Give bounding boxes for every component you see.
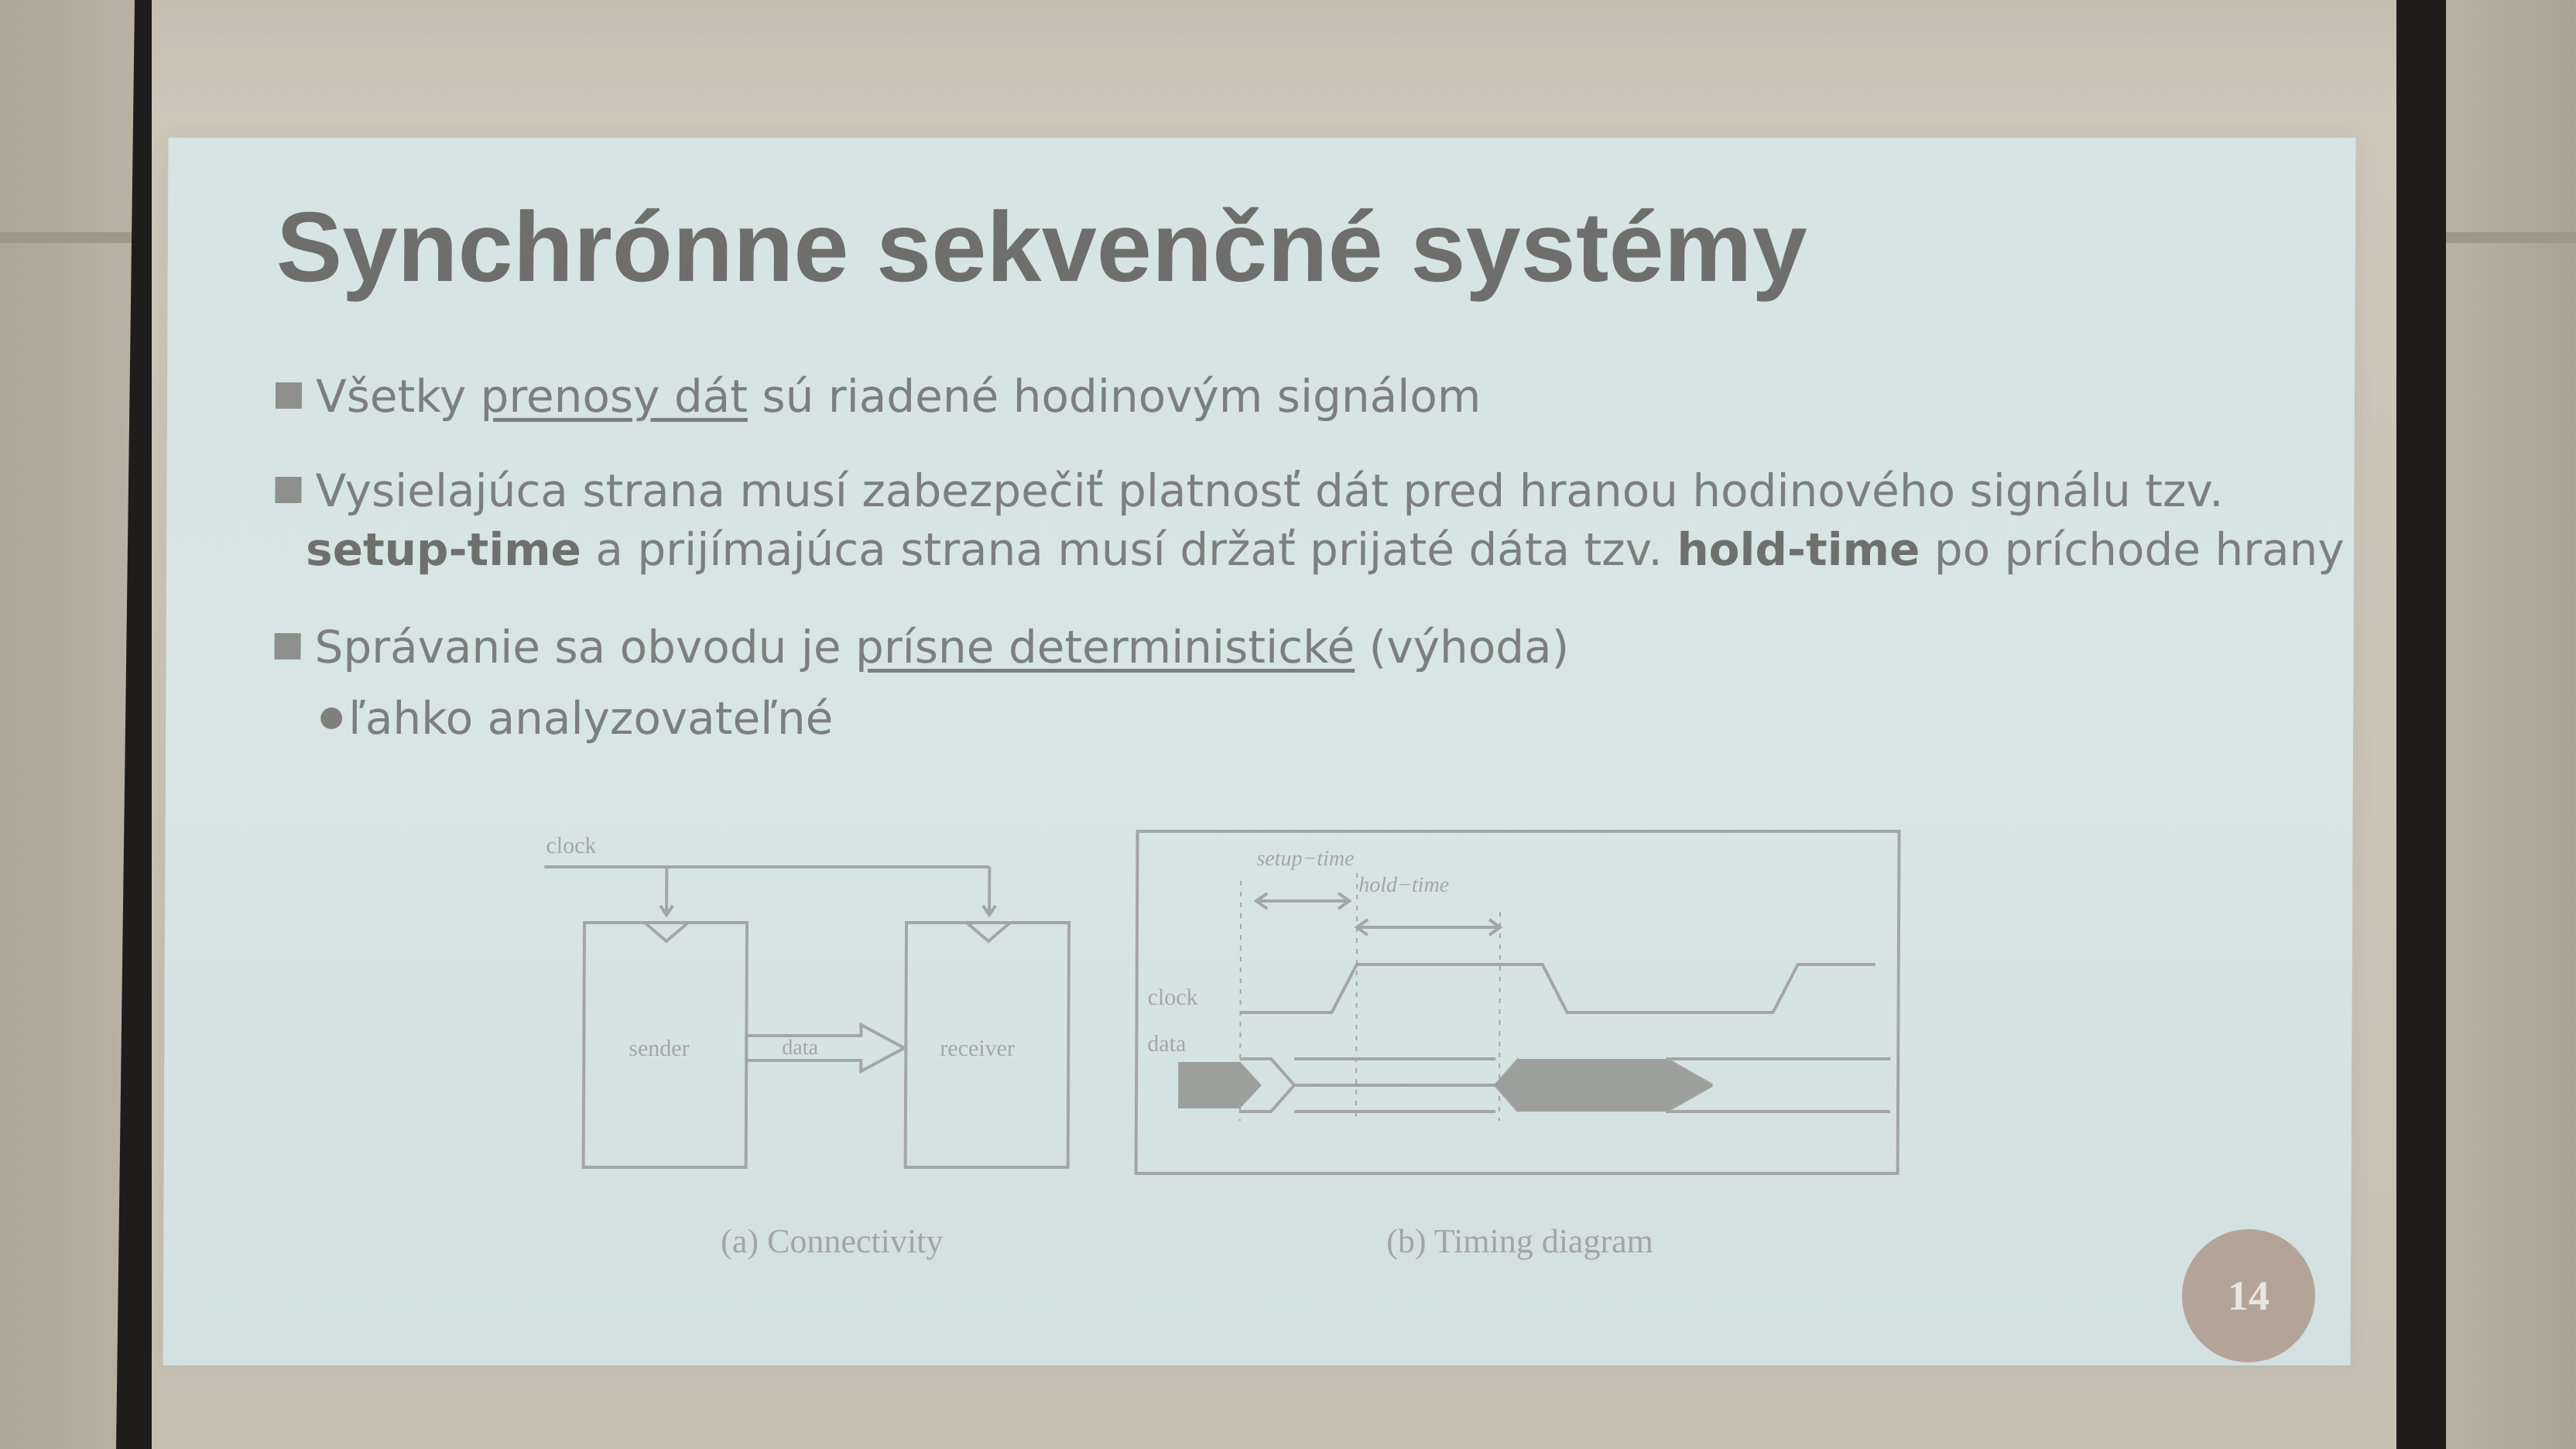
bullet-2-end: po príchode hrany (1920, 523, 2345, 576)
fig-a-clock-label: clock (546, 833, 596, 858)
page-number: 14 (2227, 1273, 2270, 1319)
fig-b-clock-label: clock (1148, 985, 1198, 1010)
slide-title: Synchrónne sekvenčné systémy (276, 192, 1808, 303)
bullet-3-post: (výhoda) (1355, 621, 1570, 673)
bullet-3-sub: ľahko analyzovateľné (320, 692, 834, 745)
bullet-2-bold-hold: hold-time (1677, 523, 1920, 576)
bullet-3-underlined: prísne deterministické (855, 621, 1355, 673)
bullet-2-bold-setup: setup-time (305, 523, 582, 576)
data-invalid-region-mid (1495, 1059, 1713, 1112)
wall-ledge-right (2421, 232, 2576, 243)
data-invalid-region-left (1177, 1062, 1262, 1108)
bullet-3: Správanie sa obvodu je prísne determinis… (274, 621, 1569, 673)
fig-a-data-label: data (782, 1036, 818, 1060)
bullet-3-pre: Správanie sa obvodu je (314, 621, 856, 673)
sub-bullet-dot-icon (320, 707, 343, 729)
connectivity-figure: clock sender data receiver (544, 833, 1071, 1169)
fig-b-setup-label: setup−time (1256, 847, 1354, 871)
fig-b-caption: (b) Timing diagram (1386, 1222, 1654, 1260)
bullet-3-sub-text: ľahko analyzovateľné (348, 692, 834, 745)
fig-b-hold-label: hold−time (1358, 873, 1449, 897)
fig-a-sender-label: sender (629, 1036, 689, 1061)
projected-slide: Synchrónne sekvenčné systémy Všetky pren… (163, 138, 2356, 1365)
bullet-1-pre: Všetky (315, 370, 481, 423)
bullet-2-line1: Vysielajúca strana musí zabezpečiť platn… (315, 464, 2224, 517)
bullet-2-line-2: setup-time a prijímajúca strana musí drž… (306, 523, 2345, 576)
bullet-square-icon (274, 633, 301, 659)
bullet-1: Všetky prenosy dát sú riadené hodinovým … (275, 370, 1482, 423)
wall-left (0, 0, 139, 1449)
page-number-badge: 14 (2181, 1229, 2316, 1362)
bullet-2-mid: a prijímajúca strana musí držať prijaté … (581, 523, 1677, 576)
bullet-1-post: sú riadené hodinovým signálom (747, 370, 1482, 423)
bullet-1-underlined: prenosy dát (480, 370, 748, 423)
timing-diagram-figure: setup−time hold−time clock data (1134, 830, 1901, 1175)
bullet-square-icon (275, 477, 302, 503)
fig-a-caption: (a) Connectivity (721, 1222, 944, 1260)
fig-b-data-label: data (1147, 1031, 1186, 1057)
bullet-2-line-1: Vysielajúca strana musí zabezpečiť platn… (275, 464, 2224, 517)
bullet-square-icon (275, 382, 303, 409)
wall-ledge-left (0, 232, 139, 243)
fig-a-receiver-label: receiver (940, 1036, 1015, 1061)
